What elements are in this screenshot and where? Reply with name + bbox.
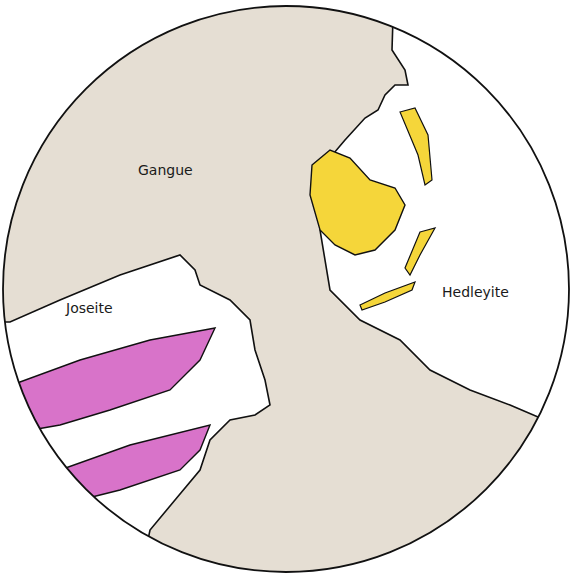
joseite-grain [0,255,270,578]
field-of-view [3,6,569,572]
mineral-label: Gangue [138,162,193,179]
yellow-inclusion [405,228,435,275]
yellow-inclusion [400,108,432,185]
yellow-inclusion [310,150,405,255]
mineral-label: Hedleyite [442,284,509,301]
pink-band [0,328,215,434]
mineral-label: Joseite [66,300,113,317]
yellow-inclusion [360,282,415,310]
